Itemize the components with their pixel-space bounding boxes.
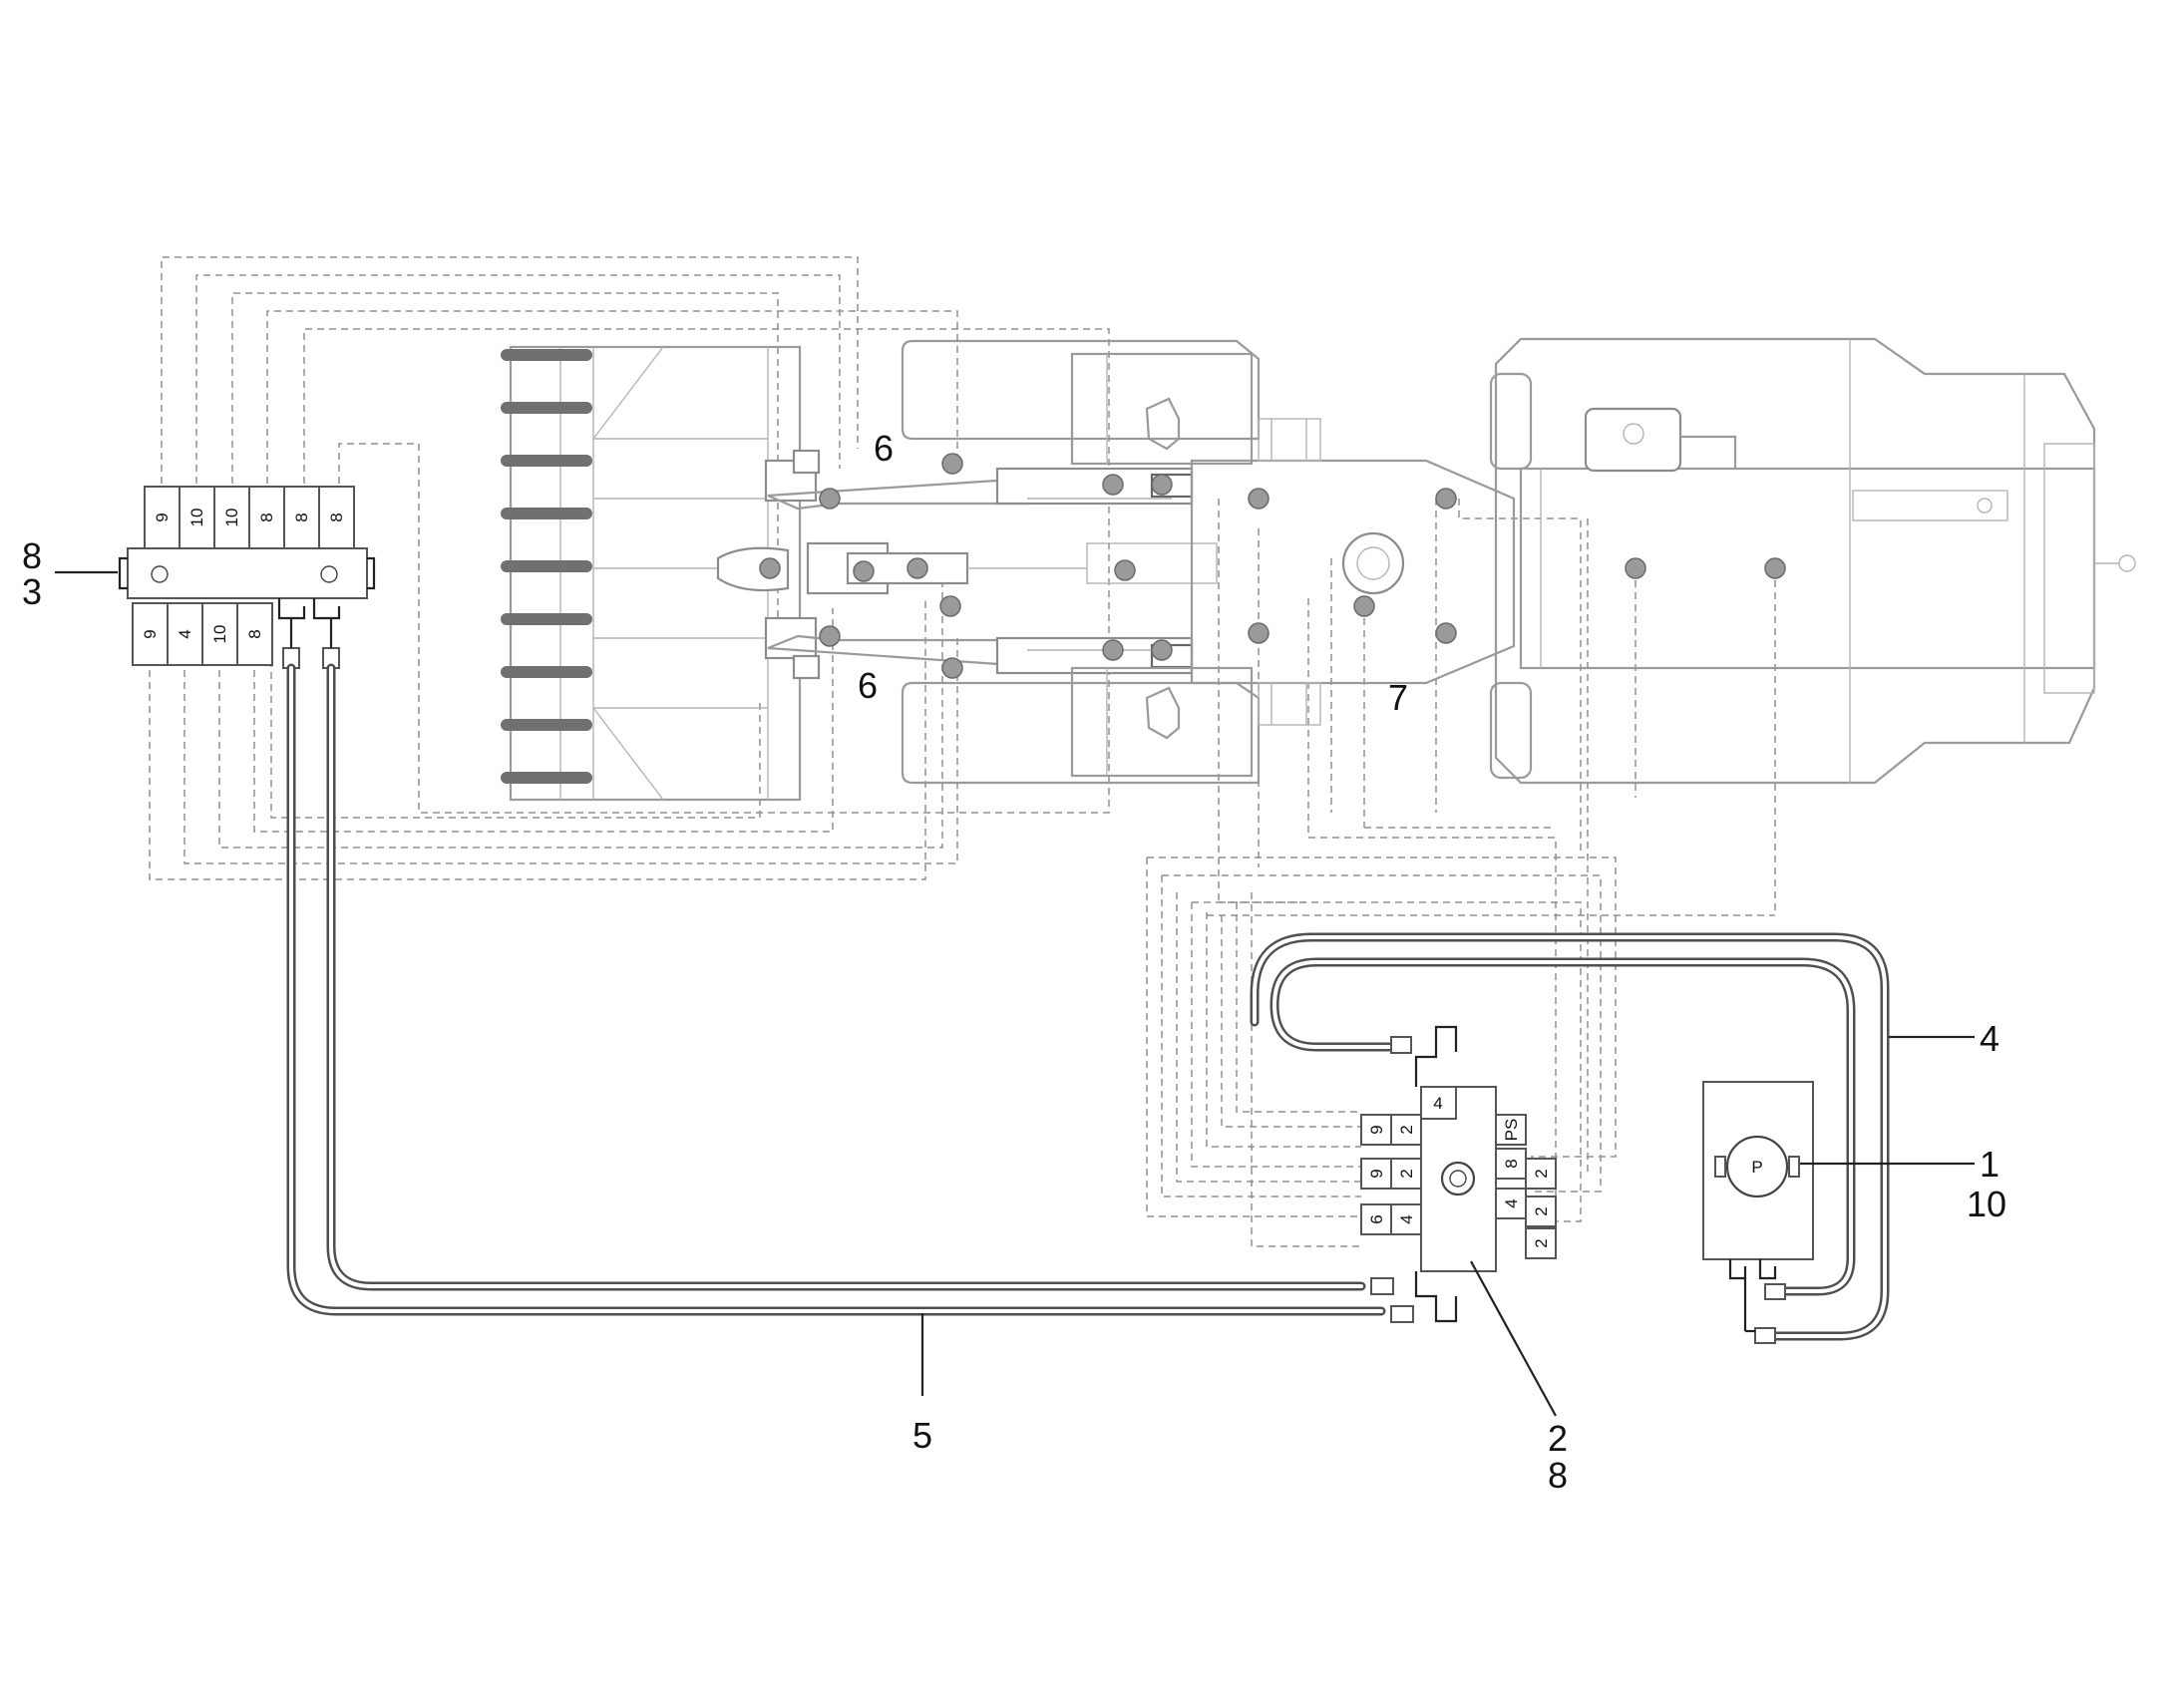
center-right-cell-6: 2 bbox=[1532, 1238, 1551, 1247]
center-left-cell-6: 4 bbox=[1397, 1214, 1416, 1223]
bucket-teeth bbox=[501, 349, 592, 784]
hose-5 bbox=[286, 663, 1386, 1316]
callout-4: 4 bbox=[1980, 1018, 1999, 1059]
center-left-cell-2: 2 bbox=[1397, 1125, 1416, 1134]
center-left-cell-3: 9 bbox=[1367, 1169, 1386, 1178]
loader-bucket bbox=[501, 345, 821, 802]
left-distributor-manifold: 9 10 10 8 8 8 9 4 10 8 bbox=[118, 486, 376, 669]
callout-7: 7 bbox=[1388, 677, 1408, 718]
center-left-cell-1: 9 bbox=[1367, 1125, 1386, 1134]
center-manifold-top-cell: 4 bbox=[1420, 1086, 1457, 1120]
left-bottom-cell-3: 10 bbox=[210, 625, 229, 644]
center-right-cell-5: 2 bbox=[1532, 1206, 1551, 1215]
callout-labels: 8 3 6 6 7 4 1 10 5 2 8 bbox=[22, 428, 2006, 1496]
callout-8-bottom: 8 bbox=[1548, 1455, 1568, 1496]
left-bottom-cell-1: 9 bbox=[141, 629, 160, 638]
hose-4 bbox=[1250, 932, 1890, 1341]
left-top-cell-1: 9 bbox=[153, 512, 172, 521]
front-wheels bbox=[901, 339, 1261, 785]
pump-label: P bbox=[1751, 1158, 1762, 1177]
center-top-cell: 4 bbox=[1433, 1094, 1442, 1113]
dashed-tube-routing bbox=[149, 256, 1776, 1247]
callout-10: 10 bbox=[1967, 1184, 2006, 1224]
left-manifold-bottom-cells: 9 4 10 8 bbox=[132, 602, 273, 666]
front-frame bbox=[1190, 418, 1516, 726]
center-left-cell-5: 6 bbox=[1367, 1214, 1386, 1223]
left-top-cell-4: 8 bbox=[257, 512, 276, 521]
left-top-cell-5: 8 bbox=[292, 512, 311, 521]
center-manifold-left-cells: 9 2 9 2 6 4 bbox=[1360, 1114, 1422, 1235]
callout-6-lower: 6 bbox=[858, 665, 878, 706]
lubrication-pump: P bbox=[1702, 1081, 1814, 1344]
center-right-cell-2: 8 bbox=[1502, 1159, 1521, 1168]
left-bottom-cell-4: 8 bbox=[245, 629, 264, 638]
center-right-cell-1: PS bbox=[1502, 1119, 1521, 1142]
left-top-cell-2: 10 bbox=[187, 509, 206, 527]
left-top-cell-3: 10 bbox=[222, 509, 241, 527]
callout-5: 5 bbox=[912, 1415, 932, 1456]
center-right-cell-3: 2 bbox=[1532, 1169, 1551, 1178]
callout-6-upper: 6 bbox=[874, 428, 894, 469]
callout-2: 2 bbox=[1548, 1418, 1568, 1459]
callout-1: 1 bbox=[1980, 1144, 1999, 1185]
center-distributor-manifold: 9 2 9 2 6 4 4 PS 8 2 4 2 2 bbox=[1360, 1025, 1557, 1323]
center-manifold-right-cells: PS 8 2 4 2 2 bbox=[1495, 1114, 1557, 1259]
rear-chassis bbox=[1489, 337, 2136, 785]
left-manifold-top-cells: 9 10 10 8 8 8 bbox=[144, 486, 355, 549]
leader-lines bbox=[55, 570, 1975, 1417]
callout-8-left: 8 bbox=[22, 535, 42, 576]
lubrication-points bbox=[759, 453, 1786, 679]
left-bottom-cell-2: 4 bbox=[176, 629, 194, 638]
left-top-cell-6: 8 bbox=[327, 512, 346, 521]
callout-3-left: 3 bbox=[22, 571, 42, 612]
center-left-cell-4: 2 bbox=[1397, 1169, 1416, 1178]
center-right-cell-4: 4 bbox=[1502, 1198, 1521, 1207]
